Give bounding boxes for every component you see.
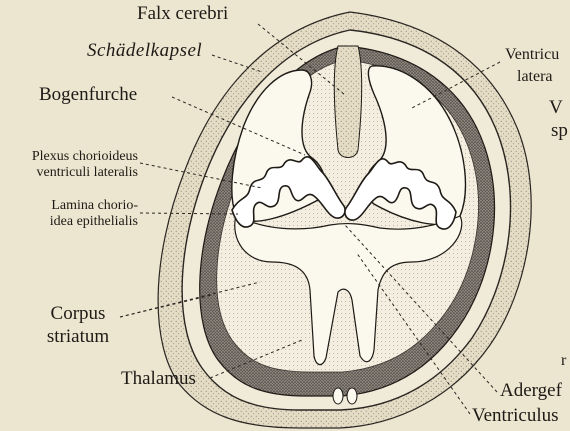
label-plexus-chorioideus: Plexus chorioideus ventriculi lateralis — [4, 149, 138, 181]
label-partial-v: V — [549, 98, 563, 117]
label-thalamus: Thalamus — [121, 369, 196, 388]
falx-cerebri — [334, 46, 362, 158]
label-bogenfurche: Bogenfurche — [39, 85, 137, 104]
label-corpus-striatum: Corpus striatum — [38, 302, 118, 348]
label-lamina-chorioidea: Lamina chorio- idea epithelialis — [4, 198, 138, 230]
label-lamina-line1: Lamina chorio- — [4, 198, 138, 214]
label-corpus-line2: striatum — [38, 325, 118, 348]
label-corpus-line1: Corpus — [38, 302, 118, 325]
label-schaedelkapsel: Schädelkapsel — [87, 41, 202, 60]
label-plexus-line2: ventriculi lateralis — [4, 165, 138, 181]
label-ventriculus: Ventriculus — [472, 406, 559, 425]
label-ventriculus-lat-line1: Ventricu — [505, 44, 559, 66]
label-ventriculus-lateralis: Ventricu latera — [505, 44, 559, 88]
label-lamina-line2: idea epithelialis — [4, 214, 138, 230]
label-partial-sp: sp — [551, 121, 568, 140]
label-ventriculus-lat-line2: latera — [505, 66, 559, 88]
label-plexus-line1: Plexus chorioideus — [4, 149, 138, 165]
third-ventricle-mark-right — [347, 388, 357, 404]
label-adergef: Adergef — [500, 381, 562, 400]
label-falx-cerebri: Falx cerebri — [137, 4, 228, 23]
label-margin-mark: r — [561, 353, 566, 369]
third-ventricle-mark-left — [333, 388, 343, 404]
